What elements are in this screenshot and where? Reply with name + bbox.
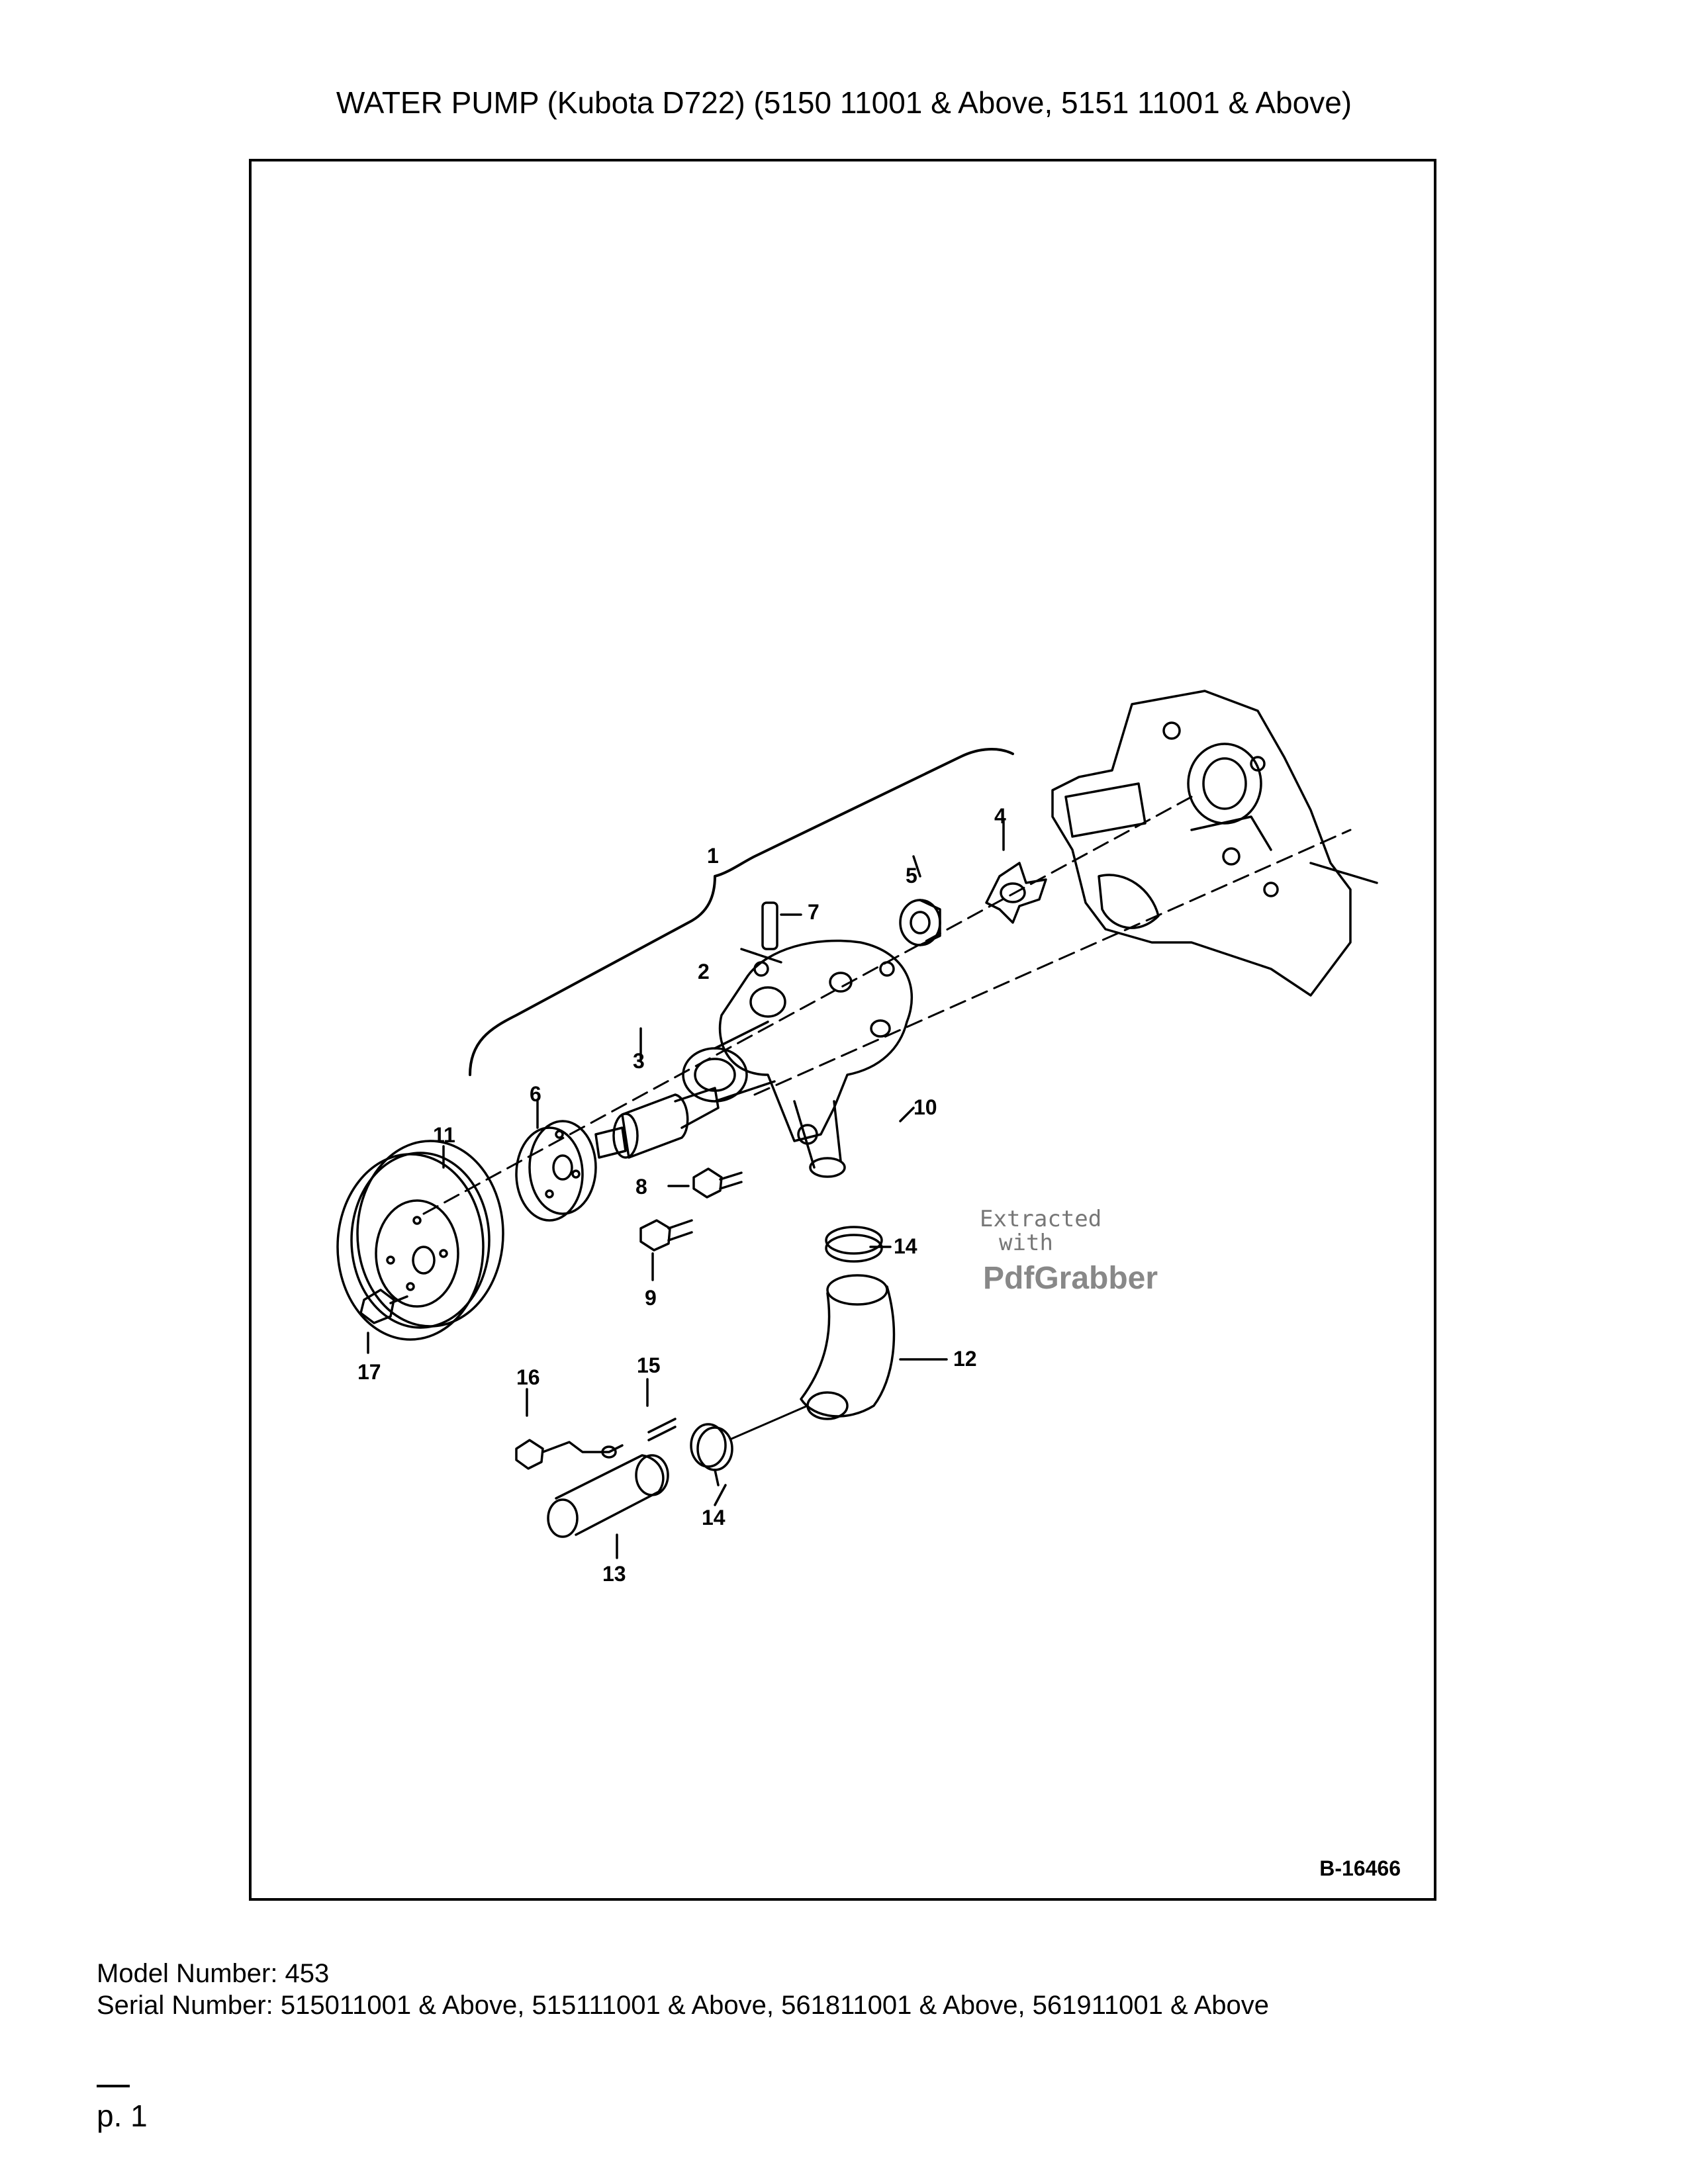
pin-part — [761, 901, 778, 950]
item-1-bracket — [469, 748, 1014, 1076]
callout-7: 7 — [808, 900, 820, 924]
callout-16: 16 — [516, 1365, 540, 1389]
callout-8: 8 — [635, 1175, 647, 1199]
serial-number: Serial Number: 515011001 & Above, 515111… — [97, 1991, 1270, 2020]
pulley-part — [336, 1140, 504, 1341]
figure-id: B-16466 — [1319, 1856, 1401, 1880]
watermark: Extracted with — [980, 1206, 1102, 1256]
page-number: p. 1 — [97, 2099, 148, 2133]
watermark-brand: PdfGrabber — [983, 1261, 1158, 1296]
callout-14-upper: 14 — [894, 1234, 917, 1258]
bolt-9-part — [639, 1219, 693, 1251]
seal-part — [899, 899, 941, 946]
assembly-axis-line — [422, 796, 1193, 1215]
callout-14-lower: 14 — [702, 1506, 726, 1529]
pump-body-part — [682, 939, 913, 1178]
hub-part — [515, 1120, 597, 1222]
engine-block — [1051, 690, 1378, 997]
leader-lines — [367, 819, 1005, 1559]
model-number: Model Number: 453 — [97, 1959, 330, 1988]
callout-3: 3 — [633, 1049, 645, 1073]
watermark-line-2: with — [999, 1230, 1053, 1256]
callout-11: 11 — [433, 1123, 455, 1147]
hose-clamp-lower-part — [690, 1423, 733, 1486]
stud-15-part — [647, 1418, 677, 1441]
callout-6: 6 — [530, 1082, 541, 1106]
callout-10: 10 — [914, 1095, 937, 1119]
impeller-part — [985, 862, 1047, 924]
callout-5: 5 — [906, 864, 917, 887]
page-title: WATER PUMP (Kubota D722) (5150 11001 & A… — [336, 85, 1352, 120]
hose-12-part — [800, 1274, 896, 1420]
nut-16-part — [515, 1439, 624, 1470]
callout-4: 4 — [994, 804, 1006, 828]
bolt-17-part — [359, 1289, 408, 1324]
callout-12: 12 — [953, 1347, 977, 1371]
watermark-line-1: Extracted — [980, 1206, 1102, 1232]
shaft-part — [594, 1087, 720, 1159]
callout-2: 2 — [698, 960, 710, 983]
callout-9: 9 — [645, 1286, 657, 1310]
pipe-13-part — [547, 1454, 669, 1538]
bolt-8-part — [692, 1167, 743, 1199]
hose-clamp-upper-part — [825, 1226, 883, 1263]
callout-17: 17 — [357, 1360, 381, 1384]
diagram-frame: 1 2 3 4 5 6 7 8 9 10 11 12 13 14 14 15 1… — [249, 159, 1436, 1901]
assembly-axis-line-2 — [753, 829, 1352, 1096]
page-rule — [97, 2085, 130, 2087]
callout-1: 1 — [707, 844, 719, 868]
callout-13: 13 — [602, 1562, 626, 1586]
water-pump-exploded-diagram: 1 2 3 4 5 6 7 8 9 10 11 12 13 14 14 15 1… — [336, 690, 1378, 1586]
callout-15: 15 — [637, 1353, 661, 1377]
